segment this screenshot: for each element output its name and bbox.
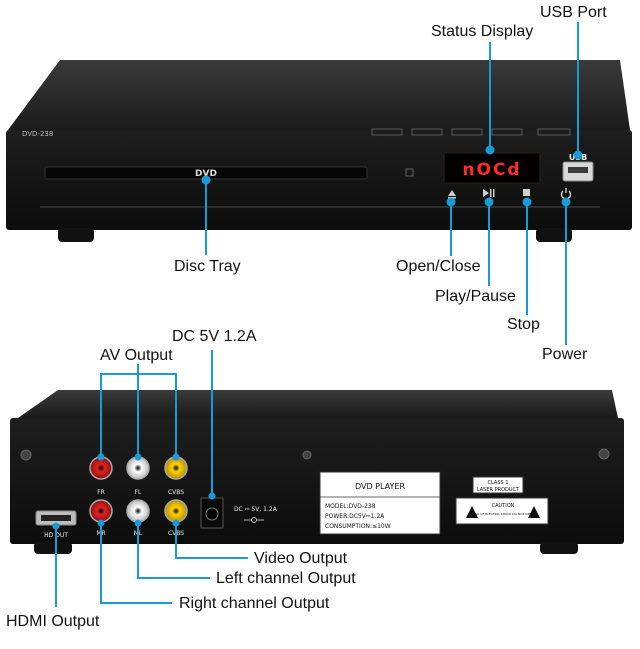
callout-dc-input: DC 5V 1.2A [172, 328, 257, 345]
back-callout-dots [52, 453, 216, 530]
front-foot-right [536, 228, 572, 242]
top-logo-4 [491, 128, 523, 136]
laser-class-line2: LASER PRODUCT [477, 487, 520, 493]
callout-power: Power [542, 346, 588, 363]
caution-warning: RISK OF ELECTRIC SHOCK DO NOT OPEN [472, 512, 533, 516]
front-unit: DVD-238 DVD nOCd USB [6, 60, 632, 242]
callout-stop: Stop [507, 316, 540, 333]
callout-right-output: Right channel Output [179, 595, 330, 612]
top-logo-5 [537, 128, 571, 136]
sticker-title: DVD PLAYER [355, 482, 405, 491]
sticker-consumption: CONSUMPTION:≤10W [325, 523, 391, 530]
disc-tray-label: DVD [195, 169, 217, 179]
caution-title: CAUTION [492, 503, 515, 509]
callout-av-output: AV Output [100, 347, 173, 364]
callout-left-output: Left channel Output [216, 570, 356, 587]
front-callout-lines [201, 22, 583, 345]
callout-open-close: Open/Close [396, 258, 481, 275]
top-logo-1 [371, 128, 403, 136]
top-logo-2 [411, 128, 443, 136]
jack-fl-label: FL [135, 489, 142, 496]
warning-triangle-icon-right [528, 506, 540, 518]
back-callout-lines [55, 350, 248, 607]
dc-polarity-icon [244, 517, 264, 523]
laser-label [472, 476, 524, 494]
callout-disc-tray: Disc Tray [174, 258, 241, 275]
jack-cvbs-top-label: CVBS [168, 489, 184, 496]
dc-label: DC ⎓ 5V, 1.2A [234, 506, 278, 513]
callout-status-display: Status Display [431, 23, 534, 40]
stop-icon[interactable] [523, 189, 530, 196]
screw-mid [302, 450, 312, 460]
callout-usb-port: USB Port [540, 4, 607, 21]
screw-right [598, 448, 610, 460]
jack-fr-label: FR [97, 489, 105, 496]
back-foot-left [34, 542, 72, 554]
jack-mr[interactable] [89, 499, 113, 523]
status-display-text: nOCd [462, 160, 521, 180]
rating-sticker [319, 471, 441, 535]
callout-play-pause: Play/Pause [435, 288, 516, 305]
laser-class-line1: CLASS 1 [488, 480, 509, 486]
back-unit: FR FL CVBS MR ML CVBS HD OUT DC ⎓ 5V, 1.… [10, 390, 624, 554]
callout-hdmi-output: HDMI Output [6, 613, 100, 630]
callout-video-output: Video Output [254, 550, 348, 567]
play-pause-icon[interactable] [483, 189, 495, 197]
jack-ml[interactable] [126, 499, 150, 523]
status-display [443, 152, 541, 184]
back-unit-top-face [18, 390, 618, 418]
screw-left [20, 449, 32, 461]
top-logo-3 [451, 128, 483, 136]
sticker-model: MODEL:DVD-238 [325, 503, 376, 510]
usb-port-slot [568, 167, 588, 173]
dc-jack-hole [205, 507, 219, 521]
front-foot-left [58, 228, 94, 242]
front-model-text: DVD-238 [22, 130, 53, 138]
warning-triangle-icon-left [466, 506, 478, 518]
ir-sensor [405, 168, 414, 177]
front-unit-top-face [8, 60, 630, 130]
sticker-power: POWER:DC5V⎓1.2A [325, 513, 385, 520]
jack-cvbs-bottom[interactable] [164, 499, 188, 523]
hdmi-port-slot [41, 515, 71, 521]
back-foot-right [540, 542, 578, 554]
